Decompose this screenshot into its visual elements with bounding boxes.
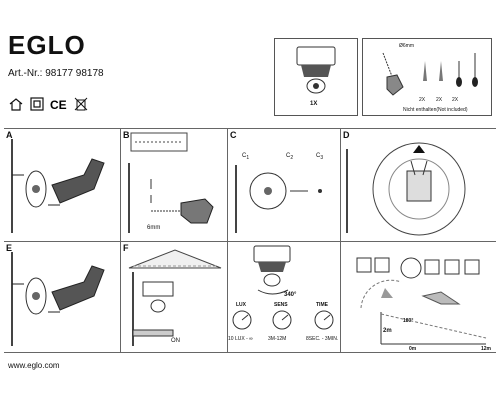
detection-illustration: [356, 257, 487, 345]
lamp-unit-icon: [296, 46, 336, 94]
row3-divider: [4, 352, 496, 353]
footer-url: www.eglo.com: [8, 361, 60, 370]
panel-a: A: [4, 129, 121, 241]
time-title: TIME: [316, 302, 328, 308]
step-c1-label: C1: [242, 153, 250, 162]
step-c3-label: C3: [316, 153, 324, 162]
panel-f-illustration: [128, 249, 222, 346]
drill-size: Ø6mm: [399, 43, 414, 49]
range-far: 12m: [481, 346, 492, 352]
ce-icon: CE: [50, 98, 67, 111]
panel-b: B 6mm: [121, 129, 228, 241]
panel-f-on-label: ON: [171, 338, 180, 344]
panel-f-label: F: [123, 243, 129, 253]
rotation-angle: 340°: [284, 292, 297, 298]
detection-angle: 180°: [403, 318, 414, 324]
row1-divider: [4, 128, 496, 129]
lux-title: LUX: [236, 302, 246, 308]
hardware-illustration: [382, 52, 478, 96]
time-range: 8SEC. - 3MIN.: [306, 336, 339, 342]
mount-height: 2m: [383, 328, 392, 334]
panel-e-label: E: [6, 243, 13, 253]
panel-d: D: [341, 129, 496, 241]
svg-text:CE: CE: [50, 98, 67, 111]
weee-bin-icon: [74, 97, 88, 111]
panel-c-illustration: [235, 165, 322, 233]
package-hardware-box: Ø6mm 2X 2X 2X Nicht enthalten(Not includ…: [362, 38, 492, 116]
sens-range: 3M-12M: [268, 336, 287, 342]
panel-a-label: A: [6, 130, 13, 140]
panel-c-label: C: [230, 130, 237, 140]
brand-logo: EGLO: [8, 30, 86, 60]
panel-d-label: D: [343, 130, 350, 140]
step-c2-label: C2: [286, 153, 294, 162]
not-included-note: Nicht enthalten(Not included): [403, 107, 468, 113]
panel-e: E: [4, 242, 121, 352]
qty-screwdriver: 2X: [452, 97, 459, 103]
controls-panel: 340° LUX SENS TIME 10 LUX - ∞ 3M-12M 8SE…: [228, 242, 341, 352]
certification-icons: CE: [8, 97, 88, 111]
panel-e-illustration: [11, 252, 105, 346]
panel-b-label: B: [123, 130, 130, 140]
qty-anchors: 2X: [419, 97, 426, 103]
detection-panel: 180° 2m 0m 12m: [341, 242, 496, 352]
panel-c: C C1 C2 C3: [228, 129, 341, 241]
range-near: 0m: [409, 346, 417, 352]
house-icon: [9, 98, 23, 111]
qty-screws: 2X: [436, 97, 443, 103]
panel-d-illustration: [346, 142, 466, 236]
panel-b-drill-size: 6mm: [147, 225, 161, 231]
row2-divider: [4, 241, 496, 242]
panel-f: F ON: [121, 242, 228, 352]
control-dials: [232, 310, 334, 330]
panel-a-illustration: [11, 139, 105, 233]
lux-range: 10 LUX - ∞: [228, 336, 253, 342]
package-count: 1X: [310, 101, 318, 107]
class2-icon: [30, 97, 44, 111]
sens-title: SENS: [274, 302, 288, 308]
article-number: Art.-Nr.: 98177 98178: [8, 68, 104, 79]
sensor-head-illustration: [253, 245, 291, 295]
panel-b-illustration: [128, 132, 214, 233]
package-lamp-box: 1X: [274, 38, 358, 116]
